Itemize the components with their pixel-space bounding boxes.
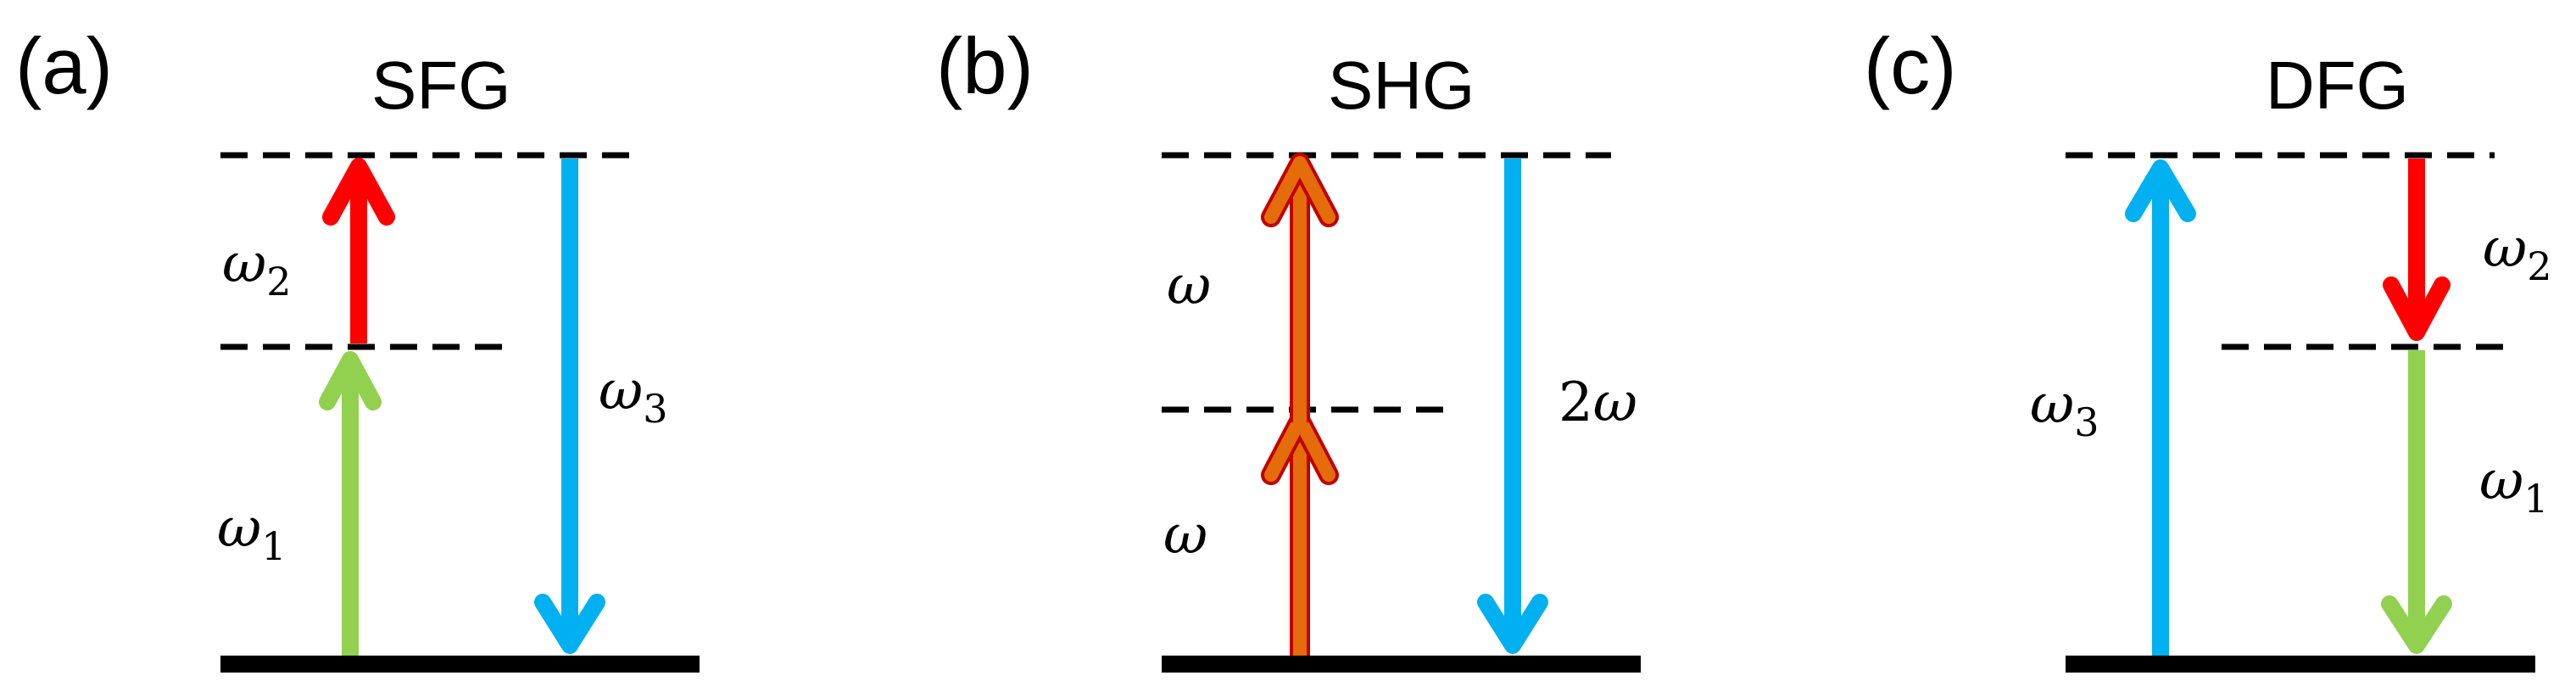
label-2omega: 2ω	[1558, 371, 1637, 434]
panel-c-letter: (c)	[1864, 21, 1957, 110]
panel-b-letter: (b)	[936, 21, 1034, 110]
label-omega1: ω1	[2479, 450, 2548, 522]
label-omega-lower: ω	[1163, 504, 1207, 567]
panel-shg: (b) SHG ω ω 2ω	[936, 21, 1641, 673]
arrow-omega3-up	[2125, 159, 2196, 656]
label-omega2: ω2	[222, 232, 291, 304]
label-omega3: ω3	[2030, 373, 2099, 445]
label-omega-upper: ω	[1167, 254, 1211, 317]
panel-a-letter: (a)	[15, 21, 113, 110]
arrow-omega-lower-up	[1261, 410, 1339, 656]
panel-b-title: SHG	[1328, 47, 1475, 123]
arrow-omega3-down	[534, 159, 605, 654]
label-omega3: ω3	[599, 360, 667, 432]
arrow-omega2-up	[322, 158, 395, 343]
panel-a-title: SFG	[371, 47, 510, 123]
arrow-omega1-down	[2381, 350, 2452, 654]
panel-dfg: (c) DFG ω3 ω2 ω1	[1864, 21, 2551, 673]
arrow-2omega-down	[1477, 159, 1548, 654]
arrow-omega-upper-up	[1261, 153, 1339, 422]
arrow-omega2-down	[2383, 159, 2451, 341]
arrow-omega1-up	[319, 351, 382, 656]
panel-sfg: (a) SFG ω2 ω1 ω3	[15, 21, 700, 673]
label-omega2: ω2	[2483, 217, 2551, 289]
label-omega1: ω1	[217, 497, 286, 569]
panel-c-title: DFG	[2266, 47, 2409, 123]
